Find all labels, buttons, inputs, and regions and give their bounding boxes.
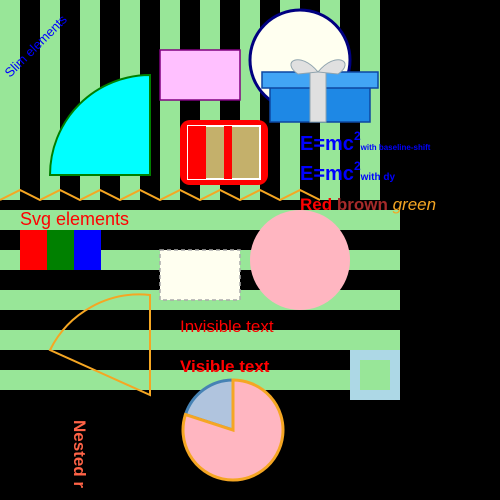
nested-label: Nested r <box>70 420 89 488</box>
visible-text: Visible text <box>180 357 270 376</box>
red-rounded-box <box>180 120 268 185</box>
zigzag-line <box>0 188 321 202</box>
gift-icon <box>261 59 379 123</box>
pink-rectangle <box>159 49 241 101</box>
blue-square <box>74 230 101 270</box>
orange-sector-outline <box>48 293 151 397</box>
svg-elements-label: Svg elements <box>20 209 129 229</box>
pie-slice-major <box>181 378 285 482</box>
dashed-ivory-rectangle <box>159 249 241 301</box>
pink-circle <box>250 210 350 310</box>
invisible-text: Invisible text <box>180 317 274 336</box>
equation-baseline-shift: E=mc2with baseline-shift <box>300 129 431 155</box>
green-square <box>47 230 74 270</box>
lightblue-frame <box>350 350 400 400</box>
red-square <box>20 230 47 270</box>
equation-dy: E=mc2with dy <box>300 159 396 185</box>
cyan-quarter-circle <box>48 73 151 176</box>
pie-chart <box>181 378 285 482</box>
color-words: Red brown green <box>300 195 436 214</box>
